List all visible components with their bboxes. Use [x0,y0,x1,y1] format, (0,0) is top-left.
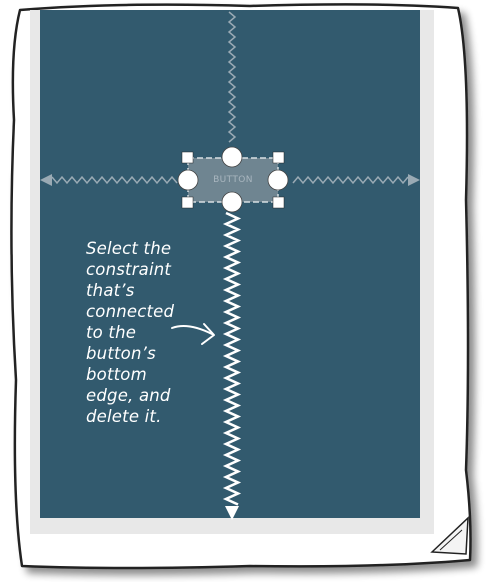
bottom-arrow-head [225,506,239,520]
anchor-top[interactable] [221,146,243,168]
button-label: BUTTON [213,175,253,185]
left-arrow-head [40,174,52,186]
annotation-line: constraint [86,260,172,279]
anchor-bottom[interactable] [221,191,243,213]
anchor-right[interactable] [267,169,289,191]
annotation-line: edge, and [86,386,171,405]
resize-handle-bottom-left[interactable] [181,196,194,209]
left-constraint[interactable] [51,175,178,185]
annotation-line: that’s [86,281,135,300]
resize-handle-top-left[interactable] [181,151,194,164]
annotation-line: bottom [86,365,147,384]
dog-ear-corner [430,516,469,555]
anchor-left[interactable] [177,169,199,191]
annotation-line: button’s [86,344,156,363]
dog-ear-line [439,529,463,551]
resize-handle-bottom-right[interactable] [272,196,285,209]
annotation-line: delete it. [86,407,162,426]
right-arrow-head [408,174,420,186]
instruction-annotation: Select the constraint that’s connected t… [86,238,236,427]
blueprint-background [40,10,420,518]
bottom-constraint-selected[interactable] [222,211,242,506]
top-constraint[interactable] [227,11,237,143]
annotation-line: Select the [86,239,172,258]
annotation-line: to the [86,323,137,342]
resize-handle-top-right[interactable] [272,151,285,164]
pointer-arrow-head [201,323,215,345]
pointer-arrow [171,325,213,335]
right-constraint[interactable] [292,175,409,185]
annotation-line: connected [86,302,175,321]
